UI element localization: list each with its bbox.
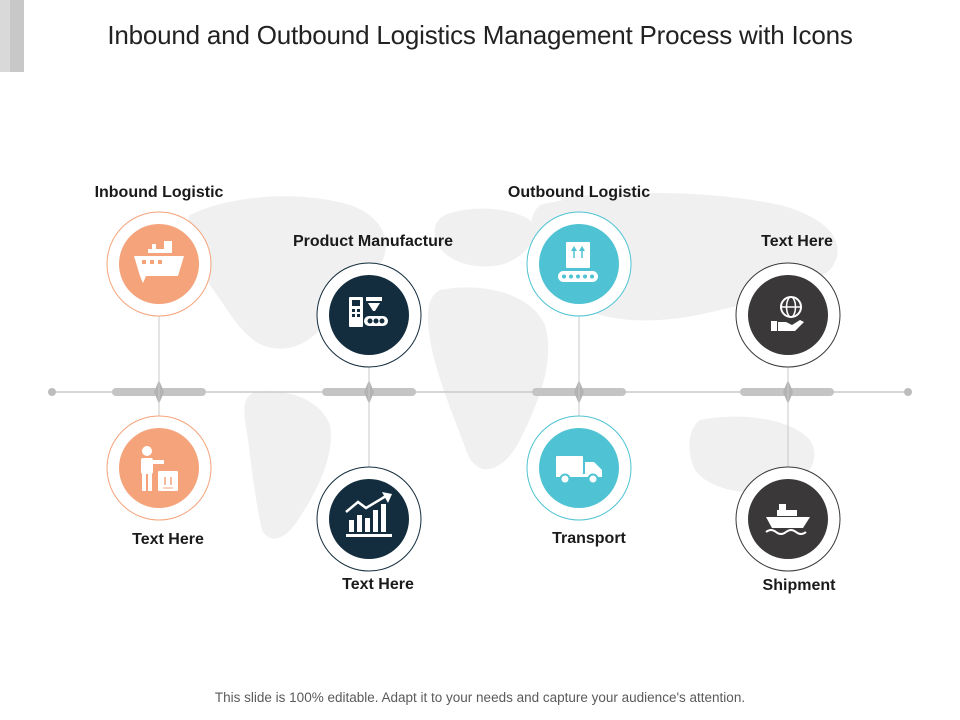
label-shipment: Shipment <box>762 577 836 594</box>
worker-with-box-icon <box>141 446 178 491</box>
label-inbound-bottom: Text Here <box>132 531 204 548</box>
world-map-background <box>186 192 838 539</box>
step-outbound-logistic <box>526 211 632 317</box>
timeline <box>48 316 912 468</box>
cargo-ship-unloading-icon <box>134 241 184 283</box>
step-inbound-bottom <box>106 415 212 521</box>
growth-chart-icon <box>345 492 392 537</box>
slide-title: Inbound and Outbound Logistics Managemen… <box>107 20 853 50</box>
slide-footer: This slide is 100% editable. Adapt it to… <box>214 690 746 705</box>
step-outbound-top <box>735 262 841 368</box>
ship-on-waves-icon <box>765 504 810 535</box>
globe-in-hand-icon <box>771 296 804 331</box>
label-transport: Transport <box>552 530 626 547</box>
label-outbound-top: Text Here <box>761 233 833 250</box>
timeline-start-dot <box>48 388 56 396</box>
step-shipment <box>735 466 841 572</box>
step-product-manufacture <box>316 262 422 368</box>
delivery-truck-icon <box>556 456 602 485</box>
label-inbound-logistic: Inbound Logistic <box>94 184 224 201</box>
label-outbound-logistic: Outbound Logistic <box>507 184 651 201</box>
label-manufacture-bottom: Text Here <box>342 576 414 593</box>
timeline-end-dot <box>904 388 912 396</box>
conveyor-package-icon <box>558 242 598 282</box>
step-inbound-logistic <box>106 211 212 317</box>
accent-bar <box>0 0 24 72</box>
factory-conveyor-icon <box>349 297 388 327</box>
step-manufacture-bottom <box>316 466 422 572</box>
step-transport <box>526 415 632 521</box>
label-product-manufacture: Product Manufacture <box>292 233 453 250</box>
